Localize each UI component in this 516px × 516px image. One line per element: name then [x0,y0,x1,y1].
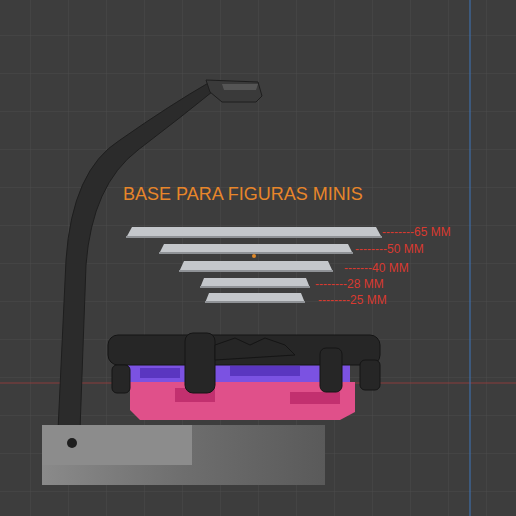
base-block [42,425,325,485]
dark-mechanism [108,333,380,393]
lamp-head-top [222,84,258,90]
plates [126,227,382,303]
purple-detail [230,366,300,376]
lamp-arm [58,82,222,430]
base-hole [67,438,77,448]
dimension-label: -------40 MM [344,262,409,274]
base-clamp [42,425,192,465]
dimension-label: --------65 MM [382,226,451,238]
dimension-label: --------50 MM [355,243,424,255]
dimension-label: --------25 MM [318,294,387,306]
pink-detail [290,392,340,404]
purple-plate [128,363,350,382]
y-axis [469,0,470,516]
diagram-title: BASE PARA FIGURAS MINIS [123,185,363,203]
purple-detail [140,368,180,378]
lamp-head [206,80,262,102]
dimension-label: --------28 MM [315,278,384,290]
